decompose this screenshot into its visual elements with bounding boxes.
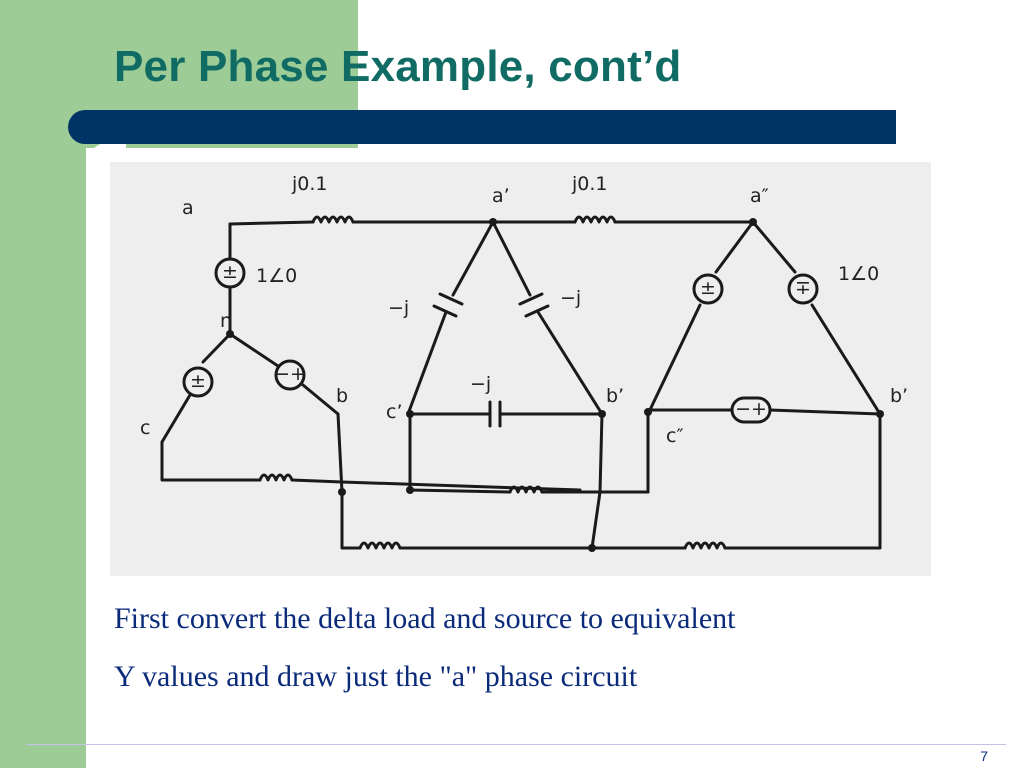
inductor-top-2 <box>573 215 617 224</box>
source-wye-b <box>274 359 306 391</box>
label-node-a: a <box>182 197 194 219</box>
wire-b1-down <box>590 412 604 550</box>
label-cap-left: −j <box>388 297 409 319</box>
caption-line-1: First convert the delta load and source … <box>114 602 736 635</box>
title-underline-bar <box>68 110 896 144</box>
svg-text:±: ± <box>190 370 206 392</box>
inductor-b2 <box>683 541 727 550</box>
page-number: 7 <box>980 748 988 764</box>
wire-n-to-source-b <box>228 332 280 368</box>
label-node-a1: a’ <box>492 185 510 207</box>
circuit-svg: ± ± −+ ± ∓ −+ a n b c a’ b’ c’ a″ b’ c″ … <box>140 173 908 552</box>
green-left-band <box>0 148 86 768</box>
wire-b-down <box>336 412 362 550</box>
label-cap-right: −j <box>560 287 581 309</box>
wire-dsrc-left-1 <box>714 220 755 274</box>
slide-title: Per Phase Example, cont’d <box>114 42 682 91</box>
wire-source-c-to-c <box>160 393 192 444</box>
wire-load-left-2 <box>406 310 448 416</box>
label-node-c1: c’ <box>386 401 403 423</box>
label-node-c2: c″ <box>666 425 684 447</box>
label-node-b1: b’ <box>606 385 624 407</box>
label-source-delta: 1∠0 <box>838 263 879 285</box>
svg-text:∓: ∓ <box>795 277 811 299</box>
wire-dsrc-right-1 <box>751 220 797 274</box>
inductor-c <box>258 473 294 482</box>
label-node-b: b <box>336 385 348 407</box>
inductor-mid <box>508 485 544 494</box>
wire-c-down <box>160 440 262 482</box>
circuit-diagram: ± ± −+ ± ∓ −+ a n b c a’ b’ c’ a″ b’ c″ … <box>110 162 931 576</box>
caption-line-2: Y values and draw just the "a" phase cir… <box>114 660 638 693</box>
wire-dsrc-left-2 <box>646 303 702 416</box>
footer-divider <box>26 744 1006 745</box>
inductor-top-1 <box>311 215 355 224</box>
wire-c-line-2 <box>408 488 512 494</box>
wire-load-right-2 <box>536 310 604 416</box>
wire-source-b-to-b <box>301 383 340 416</box>
source-delta-right <box>787 273 819 305</box>
label-node-a2: a″ <box>750 185 769 207</box>
svg-text:−+: −+ <box>735 398 767 420</box>
wire-dsrc-bottom-2 <box>768 408 882 416</box>
source-wye-c <box>182 366 214 398</box>
label-line-impedance-1: j0.1 <box>291 173 328 195</box>
label-line-impedance-2: j0.1 <box>571 173 608 195</box>
label-node-b2: b’ <box>890 385 908 407</box>
svg-text:±: ± <box>222 261 238 283</box>
cap-right-plate1 <box>518 292 544 306</box>
cap-left-plate1 <box>438 292 464 306</box>
label-cap-bottom: −j <box>470 373 491 395</box>
wire-b-line-end <box>723 412 882 550</box>
label-node-c: c <box>140 417 150 439</box>
wire-dsrc-right-2 <box>810 303 882 416</box>
source-delta-left <box>692 273 724 305</box>
label-source-wye: 1∠0 <box>256 265 297 287</box>
wire-load-right-1 <box>491 220 532 297</box>
svg-text:−+: −+ <box>274 363 306 385</box>
caption-text: First convert the delta load and source … <box>114 590 954 706</box>
wire-n-to-source-c <box>201 332 232 364</box>
wire-load-left-1 <box>451 220 495 297</box>
svg-text:±: ± <box>700 277 716 299</box>
inductor-b <box>358 541 402 550</box>
label-node-n: n <box>220 310 232 332</box>
wire-top-a <box>228 220 315 226</box>
